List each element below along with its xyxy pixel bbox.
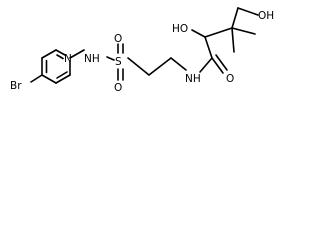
atom-label-br: Br — [10, 80, 22, 92]
bond-c6-c1 — [55, 74, 71, 84]
atom-label-o-sulfonyl-top: O — [114, 33, 122, 45]
bond-carbonyl-o-a — [211, 57, 224, 74]
atom-label-ho-alpha: HO — [172, 23, 188, 35]
bond-carbonyl-o-b — [215, 54, 228, 71]
bond-c6-c1-double — [56, 71, 68, 79]
bond-n-c3-double — [56, 54, 64, 60]
bond-cquat-me-right — [231, 27, 256, 35]
atom-label-n-ring: N — [64, 53, 72, 65]
bond-c2-nh — [69, 49, 85, 59]
bond-nh-carbonyl — [199, 57, 213, 73]
pantoyl-group — [191, 7, 259, 74]
bond-c5-c6 — [41, 74, 57, 84]
sulfonamide-linker — [69, 43, 187, 81]
atom-label-oh-terminal: OH — [258, 10, 274, 22]
bond-cquat-ch2 — [231, 7, 239, 29]
bond-s-ch2 — [127, 57, 150, 76]
atom-label-o-sulfonyl-bottom: O — [114, 82, 122, 94]
bond-c5-br — [30, 74, 43, 83]
bond-cquat-me-down — [231, 27, 235, 53]
bond-n-c3 — [55, 49, 66, 56]
bond-calpha-ho — [191, 29, 206, 38]
bond-ch2-nh — [170, 57, 187, 71]
bond-carbonyl-calpha — [204, 36, 213, 59]
bond-nh-s — [106, 56, 115, 61]
pyridine-ring — [30, 49, 71, 84]
atom-label-o-carbonyl: O — [226, 73, 234, 85]
bond-ch2-ch2 — [148, 57, 172, 76]
atom-label-nh-amide: NH — [185, 73, 201, 85]
bond-c3-c4 — [41, 49, 57, 59]
atom-label-sulfur: S — [115, 56, 122, 68]
bond-calpha-cquat — [204, 27, 233, 38]
bond-ch2-oh — [237, 7, 259, 16]
chemical-structure-diagram: Br N NH S O O NH O HO OH — [10, 7, 274, 94]
atom-label-nh-sulfonamide: NH — [84, 53, 100, 65]
